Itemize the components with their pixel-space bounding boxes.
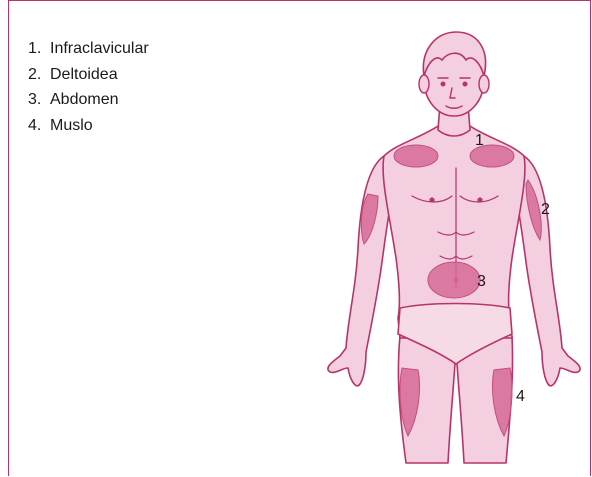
legend-number: 1. — [28, 36, 50, 62]
legend-number: 4. — [28, 113, 50, 139]
site-label-2: 2 — [541, 201, 550, 219]
legend-number: 2. — [28, 62, 50, 88]
legend-label: Muslo — [50, 117, 93, 134]
legend-number: 3. — [28, 87, 50, 113]
legend-item-abdomen: 3.Abdomen — [28, 87, 149, 113]
legend-item-muslo: 4.Muslo — [28, 113, 149, 139]
legend-item-infraclavicular: 1.Infraclavicular — [28, 36, 149, 62]
site-label-3: 3 — [477, 273, 486, 291]
injection-site-infraclavicular-left — [394, 145, 438, 167]
legend-label: Infraclavicular — [50, 40, 149, 57]
legend-item-deltoidea: 2.Deltoidea — [28, 62, 149, 88]
body-outline — [328, 44, 580, 463]
legend-label: Deltoidea — [50, 66, 118, 83]
right-ear — [479, 75, 489, 93]
site-label-1: 1 — [475, 132, 484, 150]
injection-site-abdomen — [428, 262, 480, 298]
human-body-illustration — [320, 18, 590, 476]
injection-sites-legend: 1.Infraclavicular 2.Deltoidea 3.Abdomen … — [28, 36, 149, 138]
site-label-4: 4 — [516, 388, 525, 406]
left-ear — [419, 75, 429, 93]
legend-label: Abdomen — [50, 91, 119, 108]
